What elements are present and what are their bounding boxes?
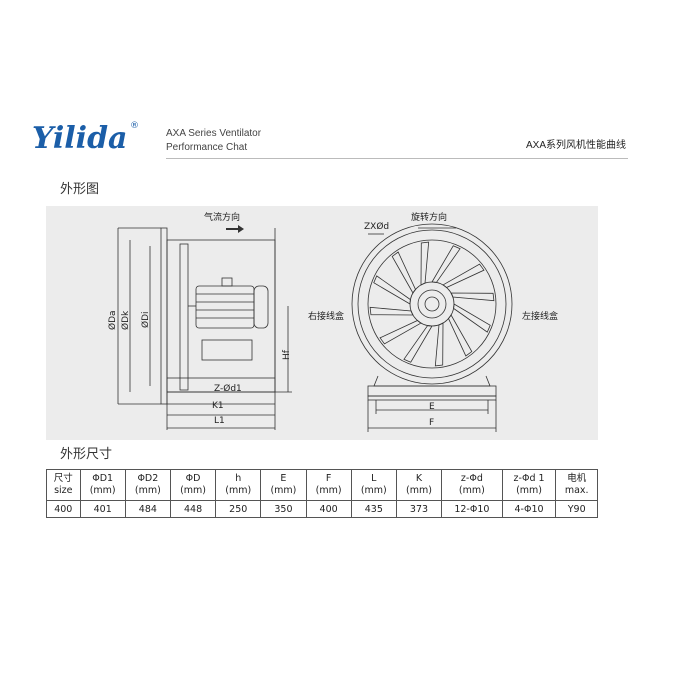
section-outline-heading: 外形图	[60, 182, 100, 197]
table-cell: 401	[79, 500, 126, 518]
series-line-1: AXA Series Ventilator	[166, 128, 262, 139]
logo-text: Yilida	[32, 121, 128, 156]
table-cell: Y90	[555, 500, 598, 518]
table-header-cell: F(mm)	[305, 469, 352, 501]
series-line-2: Performance Chat	[166, 142, 248, 153]
airflow-arrow	[226, 225, 244, 233]
fan-blade	[450, 292, 495, 302]
fan-blade	[403, 325, 433, 363]
fan-blade	[420, 241, 430, 286]
side-motor-terminal	[221, 277, 233, 287]
table-header-cell: ΦD2(mm)	[124, 469, 171, 501]
table-header-cell: K(mm)	[395, 469, 443, 501]
label-di: ØDi	[141, 311, 151, 328]
side-motor-base	[201, 339, 253, 361]
table-header-cell: L(mm)	[350, 469, 397, 501]
label-dk: ØDk	[121, 310, 131, 330]
table-header-cell: ΦD(mm)	[169, 469, 217, 501]
front-outer-ring	[351, 223, 513, 385]
fan-blade	[379, 320, 422, 345]
fan-blade	[431, 245, 461, 283]
front-base	[373, 375, 491, 387]
label-left-box: 左接线盒	[522, 312, 559, 322]
label-da: ØDa	[108, 310, 118, 330]
outline-drawing: 气流方向 旋转方向 ZXØd 右接线盒 左接线盒 ØDa ØDk ØDi Hf …	[46, 206, 598, 440]
table-header-cell: h(mm)	[215, 469, 262, 501]
label-right-box: 右接线盒	[308, 312, 345, 322]
side-motor-end	[253, 285, 269, 329]
side-duct-body	[166, 239, 276, 393]
series-title: AXA Series Ventilator Performance Chat	[166, 127, 261, 155]
table-header-cell: E(mm)	[260, 469, 307, 501]
label-f: F	[429, 418, 435, 428]
front-inner-ring	[367, 239, 497, 369]
side-impeller-blade	[179, 243, 189, 391]
table-cell: 448	[169, 500, 217, 518]
header-divider	[166, 158, 628, 159]
table-cell: 373	[395, 500, 443, 518]
table-cell: 250	[215, 500, 262, 518]
table-cell: 400	[46, 500, 81, 518]
table-cell: 12-Φ10	[441, 500, 503, 518]
table-cell: 350	[260, 500, 307, 518]
label-airflow: 气流方向	[204, 213, 241, 223]
table-header-cell: z-Φd 1(mm)	[501, 469, 557, 501]
fan-drawing-svg	[117, 223, 513, 432]
table-cell: 4-Φ10	[501, 500, 557, 518]
label-hf: Hf	[282, 350, 292, 360]
front-blades	[369, 241, 495, 367]
fan-blade	[369, 306, 414, 316]
side-left-flange	[160, 227, 168, 405]
fan-blade	[453, 303, 491, 333]
brand-logo: Yilida ®	[30, 118, 140, 160]
fan-blade	[448, 314, 473, 357]
fan-blade	[391, 251, 416, 294]
registered-mark: ®	[130, 121, 139, 131]
label-zod1: Z-Ød1	[214, 384, 242, 394]
label-k1: K1	[212, 401, 224, 411]
fan-blade	[442, 263, 485, 288]
fan-blade	[373, 275, 411, 305]
page-title: AXA系列风机性能曲线	[525, 140, 626, 151]
label-rotation: 旋转方向	[411, 213, 448, 223]
front-hub	[417, 289, 447, 319]
table-cell: 484	[124, 500, 171, 518]
fan-blade	[434, 322, 444, 367]
side-motor	[195, 285, 255, 329]
label-e: E	[429, 402, 435, 412]
table-cell: 435	[350, 500, 397, 518]
table-cell: 400	[305, 500, 352, 518]
section-dimensions-heading: 外形尺寸	[60, 447, 113, 462]
label-zxod: ZXØd	[364, 222, 390, 232]
table-header-cell: z-Φd(mm)	[441, 469, 503, 501]
label-l1: L1	[214, 416, 225, 426]
table-header-cell: ΦD1(mm)	[79, 469, 126, 501]
